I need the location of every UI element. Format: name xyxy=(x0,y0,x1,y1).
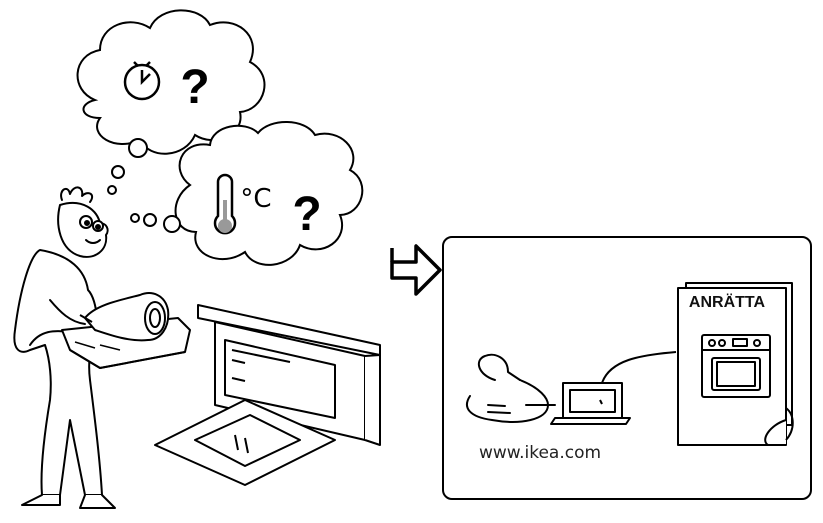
website-label: www.ikea.com xyxy=(479,443,601,463)
celsius-unit: °C xyxy=(240,184,271,214)
temperature-question-mark: ? xyxy=(292,188,321,241)
thought-trail-temperature xyxy=(130,213,181,233)
thermometer-icon xyxy=(213,173,237,235)
person-using-laptop xyxy=(465,353,556,423)
clock-icon xyxy=(123,61,161,101)
arrow-right-icon xyxy=(390,244,442,296)
time-question-mark: ? xyxy=(180,61,209,114)
thought-bubble-time xyxy=(76,9,266,155)
booklet-title: ANRÄTTA xyxy=(689,293,766,311)
laptop-icon xyxy=(550,382,631,425)
manual-panel: www.ikea.com ANRÄTTA xyxy=(442,236,812,500)
connection-line xyxy=(601,351,677,384)
oven-icon xyxy=(701,334,771,398)
thought-trail-time xyxy=(107,138,148,195)
roast-meat xyxy=(79,292,170,342)
oven-open-door xyxy=(154,304,381,486)
